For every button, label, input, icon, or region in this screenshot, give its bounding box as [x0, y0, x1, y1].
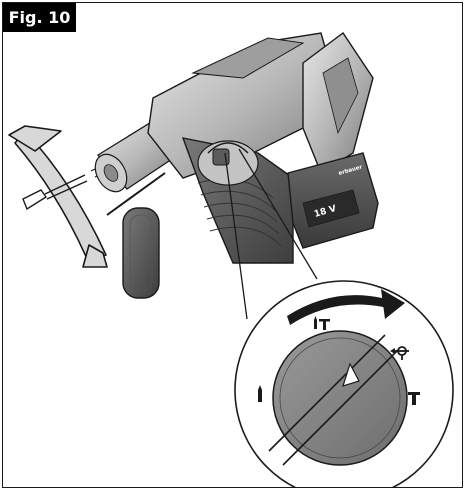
mode-selector-detail [234, 280, 454, 487]
chisel-bit [22, 162, 112, 211]
rotation-arrow-head [381, 289, 405, 319]
chisel-adjust-mode-icon [390, 346, 409, 360]
rotation-arrow-icon [8, 125, 108, 268]
chisel-mode-icon [408, 392, 420, 405]
selector-pointer-icon [342, 362, 360, 387]
figure-frame: Fig. 10 [2, 2, 463, 488]
hammer-drill-mode-icon [314, 316, 330, 330]
rotary-hammer-illustration: 18 V erbauer [8, 31, 454, 487]
rotation-direction-arrow [287, 295, 392, 325]
auxiliary-handle [106, 172, 166, 299]
figure-label: Fig. 10 [3, 3, 76, 32]
drill-mode-icon [258, 385, 262, 402]
mode-selector-knob [272, 330, 408, 466]
main-handle [302, 31, 374, 175]
callout-lines [224, 148, 318, 320]
battery-pack: 18 V erbauer [287, 152, 379, 249]
